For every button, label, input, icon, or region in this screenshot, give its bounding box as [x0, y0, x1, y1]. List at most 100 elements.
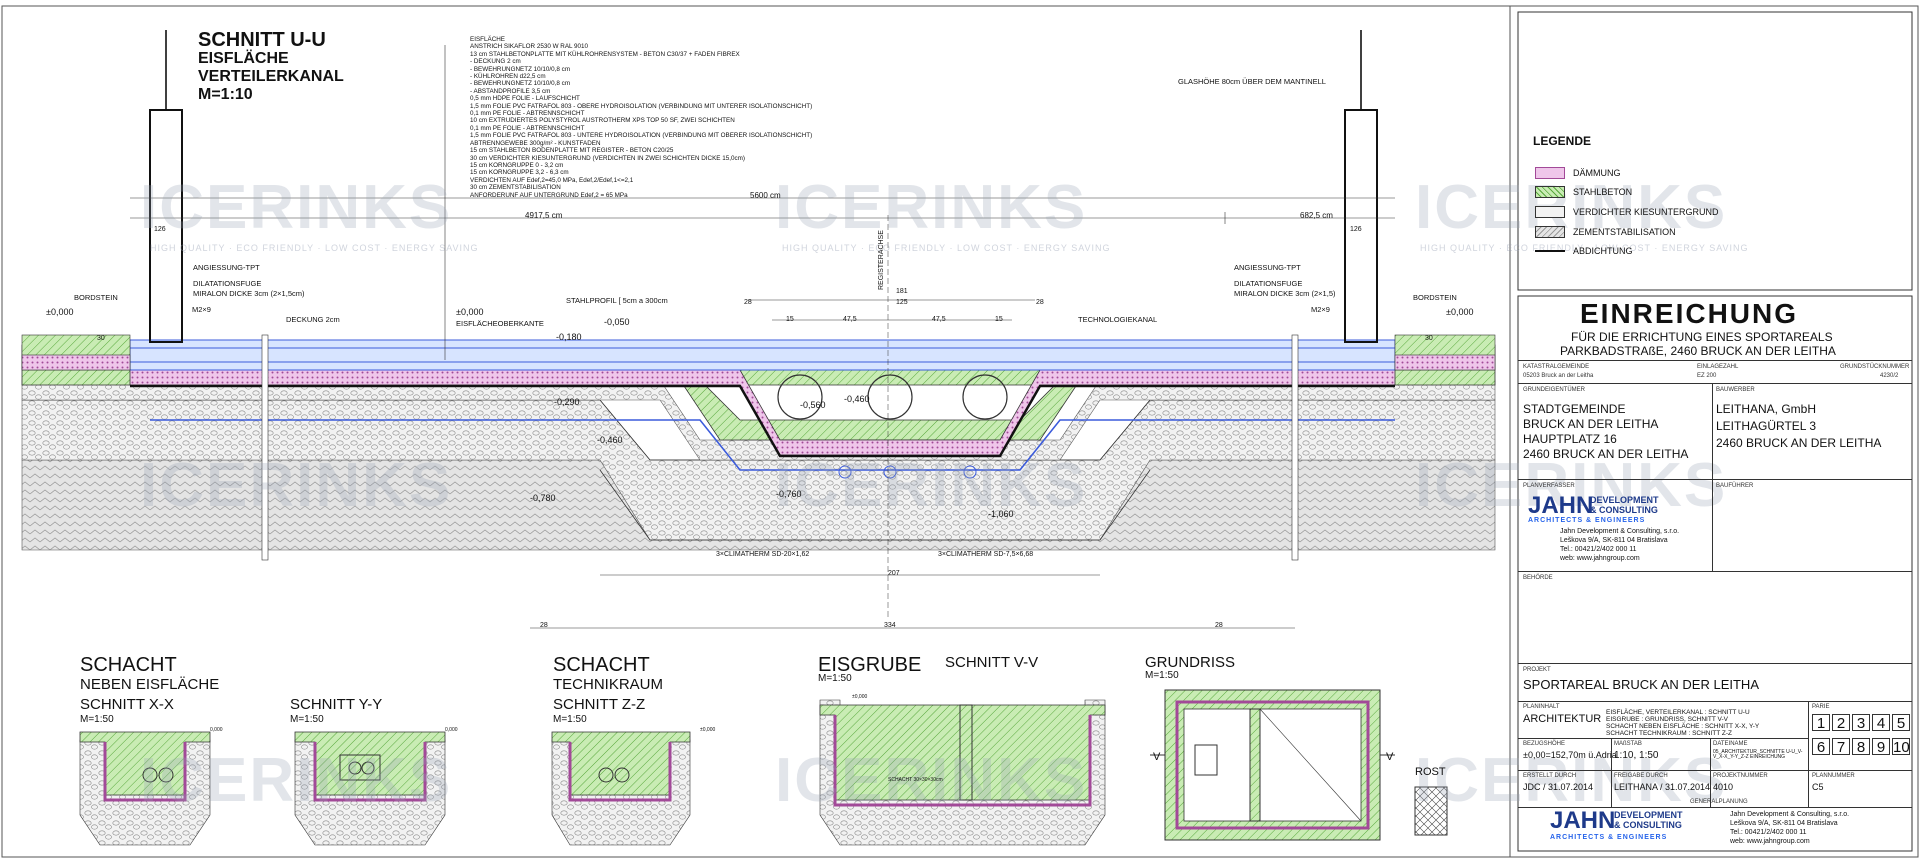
jahn-logo-sub: ARCHITECTS & ENGINEERS [1550, 834, 1668, 841]
parie-number: 7 [1832, 738, 1850, 756]
annotation: M2×9 [1311, 305, 1330, 314]
layer-spec-line: - BEWEHRUNGNETZ 10/10/0,8 cm [470, 80, 571, 88]
field-value: C5 [1812, 782, 1824, 792]
company-line: web: www.jahngroup.com [1730, 838, 1810, 845]
field-value: 1:10, 1:50 [1614, 750, 1659, 761]
level-label: ±0,000 [700, 727, 716, 733]
detail-scale: M=1:50 [1145, 670, 1179, 681]
detail-subtitle: SCHNITT V-V [945, 654, 1039, 671]
layer-spec-list: EISFLÄCHE ANSTRICH SIKAFLOR 2530 W RAL 9… [470, 36, 812, 199]
company-line: Jahn Development & Consulting, s.r.o. [1560, 528, 1680, 535]
owner-line: BRUCK AN DER LEITHA [1523, 417, 1659, 431]
annotation: ANGIESSUNG-TPT [1234, 263, 1301, 272]
annotation: BORDSTEIN [1413, 293, 1457, 302]
annotation: ANGIESSUNG-TPT [193, 263, 260, 272]
level-label: -0,560 [800, 400, 826, 410]
field-value: LEITHANA / 31.07.2014 [1614, 782, 1711, 792]
title-sub: FÜR DIE ERRICHTUNG EINES SPORTAREALS [1571, 330, 1833, 344]
annotation: SCHACHT 30×30×30cm [888, 777, 943, 783]
field-label: GRUNDSTÜCKNUMMER [1840, 364, 1910, 370]
dim-label: 126 [154, 226, 166, 233]
jahn-logo-sub: ARCHITECTS & ENGINEERS [1528, 517, 1646, 524]
layer-spec-line: ABTRENNGEWEBE 300g/m² - KUNSTFADEN [470, 139, 601, 147]
plan-content-line: SCHACHT TECHNIKRAUM : SCHNITT Z-Z [1606, 730, 1733, 737]
field-label: PLANINHALT [1523, 704, 1560, 710]
annotation: GLASHÖHE 80cm ÜBER DEM MANTINELL [1178, 77, 1326, 86]
layer-spec-line: ANFORDERUNF AUF UNTERGRUND Edef,2 = 65 M… [470, 191, 628, 199]
field-label: PROJEKTNUMMER [1713, 773, 1768, 779]
field-value: 4010 [1713, 782, 1734, 792]
legend-label: STAHLBETON [1573, 187, 1633, 197]
layer-spec-line: - DECKUNG 2 cm [470, 58, 521, 66]
company-line: Leškova 9/A, SK-811 04 Bratislava [1560, 537, 1668, 544]
layer-spec-line: ANSTRICH SIKAFLOR 2530 W RAL 9010 [470, 43, 589, 51]
level-label: -1,060 [988, 509, 1014, 519]
layer-spec-line: 15 cm KORNGRUPPE 3,2 - 6,3 cm [470, 169, 569, 177]
watermark-text: ICERINKS [775, 746, 1088, 815]
legend-swatch [1535, 226, 1565, 238]
parie-number: 4 [1872, 714, 1890, 732]
parie-number: 5 [1892, 714, 1910, 732]
layer-spec-line: 15 cm STAHLBETON BODENPLATTE MIT REGISTE… [470, 147, 674, 155]
legend-label: ABDICHTUNG [1573, 246, 1633, 256]
dim-label: 47,5 [932, 316, 946, 323]
jahn-logo-text: & CONSULTING [1614, 820, 1682, 830]
legend-label: ZEMENTSTABILISATION [1573, 227, 1676, 237]
detail-scale: M=1:50 [818, 673, 852, 684]
jahn-logo-text: DEVELOPMENT [1590, 495, 1659, 505]
parie-number: 2 [1832, 714, 1850, 732]
field-label: PLANVERFASSER [1523, 483, 1575, 489]
detail-scale: M=1:50 [80, 714, 114, 725]
level-label: -0,460 [597, 435, 623, 445]
legend-label: DÄMMUNG [1573, 168, 1621, 178]
legend-title: LEGENDE [1533, 134, 1592, 148]
field-value: 4230/2 [1880, 373, 1899, 379]
watermark-tagline: HIGH QUALITY · ECO FRIENDLY · LOW COST ·… [782, 243, 1111, 253]
field-label: MAßSTAB [1614, 741, 1642, 747]
field-value: 05_ARCHITEKTUR_SCHNITTE U-U_V-V_X-X_Y-Y_… [1713, 749, 1803, 760]
level-label: 0,000 [210, 727, 223, 733]
detail-title: SCHACHT [80, 654, 177, 676]
dim-label: 28 [540, 622, 548, 629]
dim-label: 181 [896, 288, 908, 295]
annotation: STAHLPROFIL [ 5cm a 300cm [566, 296, 668, 305]
dim-label: 682,5 cm [1300, 211, 1333, 220]
project-name: SPORTAREAL BRUCK AN DER LEITHA [1523, 677, 1759, 692]
detail-subtitle: NEBEN EISFLÄCHE [80, 676, 220, 693]
layer-spec-line: 0,5 mm HDPE FOLIE - LAUFSCHICHT [470, 95, 580, 103]
parie-number: 1 [1812, 714, 1830, 732]
legend-swatch [1535, 250, 1565, 252]
parie-number: 3 [1852, 714, 1870, 732]
annotation: M2×9 [192, 305, 211, 314]
dim-label: 125 [896, 299, 908, 306]
annotation: DILATATIONSFUGE [193, 279, 262, 288]
annotation: BORDSTEIN [74, 293, 118, 302]
plan-content-line: EISGRUBE : GRUNDRISS, SCHNITT V-V [1606, 716, 1728, 723]
main-section-drawing [21, 30, 1496, 629]
field-label: DATEINAME [1713, 741, 1748, 747]
field-label: FREIGABE DURCH [1614, 773, 1668, 779]
jahn-logo-text: & CONSULTING [1590, 505, 1658, 515]
watermark-text: ICERINKS [775, 451, 1088, 520]
company-line: Jahn Development & Consulting, s.r.o. [1730, 811, 1850, 818]
company-line: web: www.jahngroup.com [1560, 555, 1640, 562]
section-subtitle: VERTEILERKANAL [198, 68, 344, 85]
owner-line: HAUPTPLATZ 16 [1523, 432, 1617, 446]
section-scale: M=1:10 [198, 86, 253, 103]
layer-spec-line: - KÜHLROHREN d22,5 cm [470, 73, 546, 81]
detail-drawings [79, 689, 1448, 846]
company-line: Leškova 9/A, SK-811 04 Bratislava [1730, 820, 1838, 827]
detail-title: GRUNDRISS [1145, 654, 1236, 671]
dim-label: 4917,5 cm [525, 211, 563, 220]
level-label: 0,000 [445, 727, 458, 733]
watermark-tagline: HIGH QUALITY · ECO FRIENDLY · LOW COST ·… [1420, 243, 1749, 253]
field-label: PROJEKT [1523, 667, 1551, 673]
owner-line: 2460 BRUCK AN DER LEITHA [1523, 447, 1689, 461]
level-label: ±0,000 [852, 694, 868, 700]
section-title: SCHNITT U-U [198, 29, 326, 51]
builder-line: LEITHANA, GmbH [1716, 402, 1817, 416]
field-label: BAUFÜHRER [1716, 483, 1754, 489]
jahn-logo-text: DEVELOPMENT [1614, 810, 1683, 820]
